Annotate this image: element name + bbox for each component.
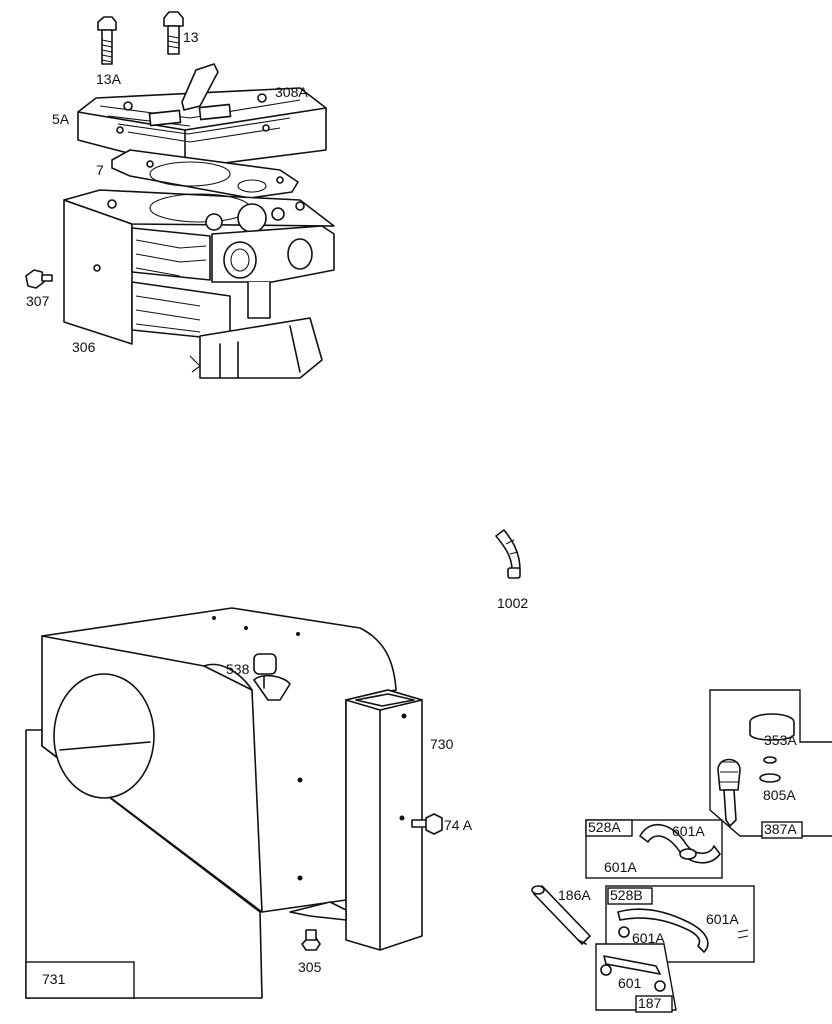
label-box-528a bbox=[585, 819, 633, 837]
screw-305[interactable] bbox=[301, 929, 321, 951]
hose-187[interactable] bbox=[600, 955, 666, 992]
label-box-387a bbox=[761, 821, 803, 839]
seal-805a[interactable] bbox=[759, 756, 781, 783]
label-74a: 74 A bbox=[444, 817, 473, 833]
label-528a: 528A bbox=[588, 819, 621, 835]
bolt-13a[interactable] bbox=[97, 16, 117, 65]
label-306: 306 bbox=[72, 339, 96, 355]
label-601a-2: 601A bbox=[604, 859, 637, 875]
cylinder-306[interactable] bbox=[63, 189, 335, 379]
label-731: 731 bbox=[42, 971, 66, 987]
hose-528a[interactable] bbox=[639, 823, 721, 864]
label-305: 305 bbox=[298, 959, 322, 975]
label-box-528b bbox=[607, 887, 653, 905]
bolt-13[interactable] bbox=[163, 11, 184, 55]
label-box-731 bbox=[25, 961, 135, 999]
gasket-7[interactable] bbox=[111, 149, 299, 199]
label-601a-3: 601A bbox=[632, 930, 665, 946]
dipstick-cap[interactable] bbox=[717, 758, 741, 827]
blower-housing-shroud[interactable] bbox=[41, 607, 397, 913]
label-601: 601 bbox=[618, 975, 642, 991]
label-13: 13 bbox=[183, 29, 199, 45]
label-307: 307 bbox=[26, 293, 50, 309]
label-805a: 805A bbox=[763, 787, 796, 803]
cylinder-head-5a[interactable] bbox=[77, 87, 327, 169]
label-1002: 1002 bbox=[497, 595, 528, 611]
label-13a: 13A bbox=[96, 71, 122, 87]
screw-74a[interactable] bbox=[411, 813, 443, 835]
tube-186a[interactable] bbox=[531, 885, 591, 945]
label-5a: 5A bbox=[52, 111, 70, 127]
label-186a: 186A bbox=[558, 887, 591, 903]
label-387a: 387A bbox=[764, 821, 797, 837]
label-7: 7 bbox=[96, 162, 104, 178]
hose-1002[interactable] bbox=[495, 529, 521, 579]
label-308a: 308A bbox=[275, 84, 308, 100]
label-538: 538 bbox=[226, 661, 250, 677]
label-187: 187 bbox=[638, 995, 662, 1011]
dipstick-tube-730[interactable] bbox=[289, 689, 423, 951]
label-601a-4: 601A bbox=[706, 911, 739, 927]
hose-528b[interactable] bbox=[617, 908, 749, 953]
plug-538[interactable] bbox=[253, 653, 291, 701]
label-box-187 bbox=[635, 995, 673, 1013]
bracket-308a[interactable] bbox=[181, 63, 219, 111]
cap-353a[interactable] bbox=[749, 713, 795, 741]
label-601a-1: 601A bbox=[672, 823, 705, 839]
label-353a: 353A bbox=[764, 732, 797, 748]
label-730: 730 bbox=[430, 736, 454, 752]
screw-307[interactable] bbox=[25, 269, 53, 289]
label-528b: 528B bbox=[610, 887, 643, 903]
